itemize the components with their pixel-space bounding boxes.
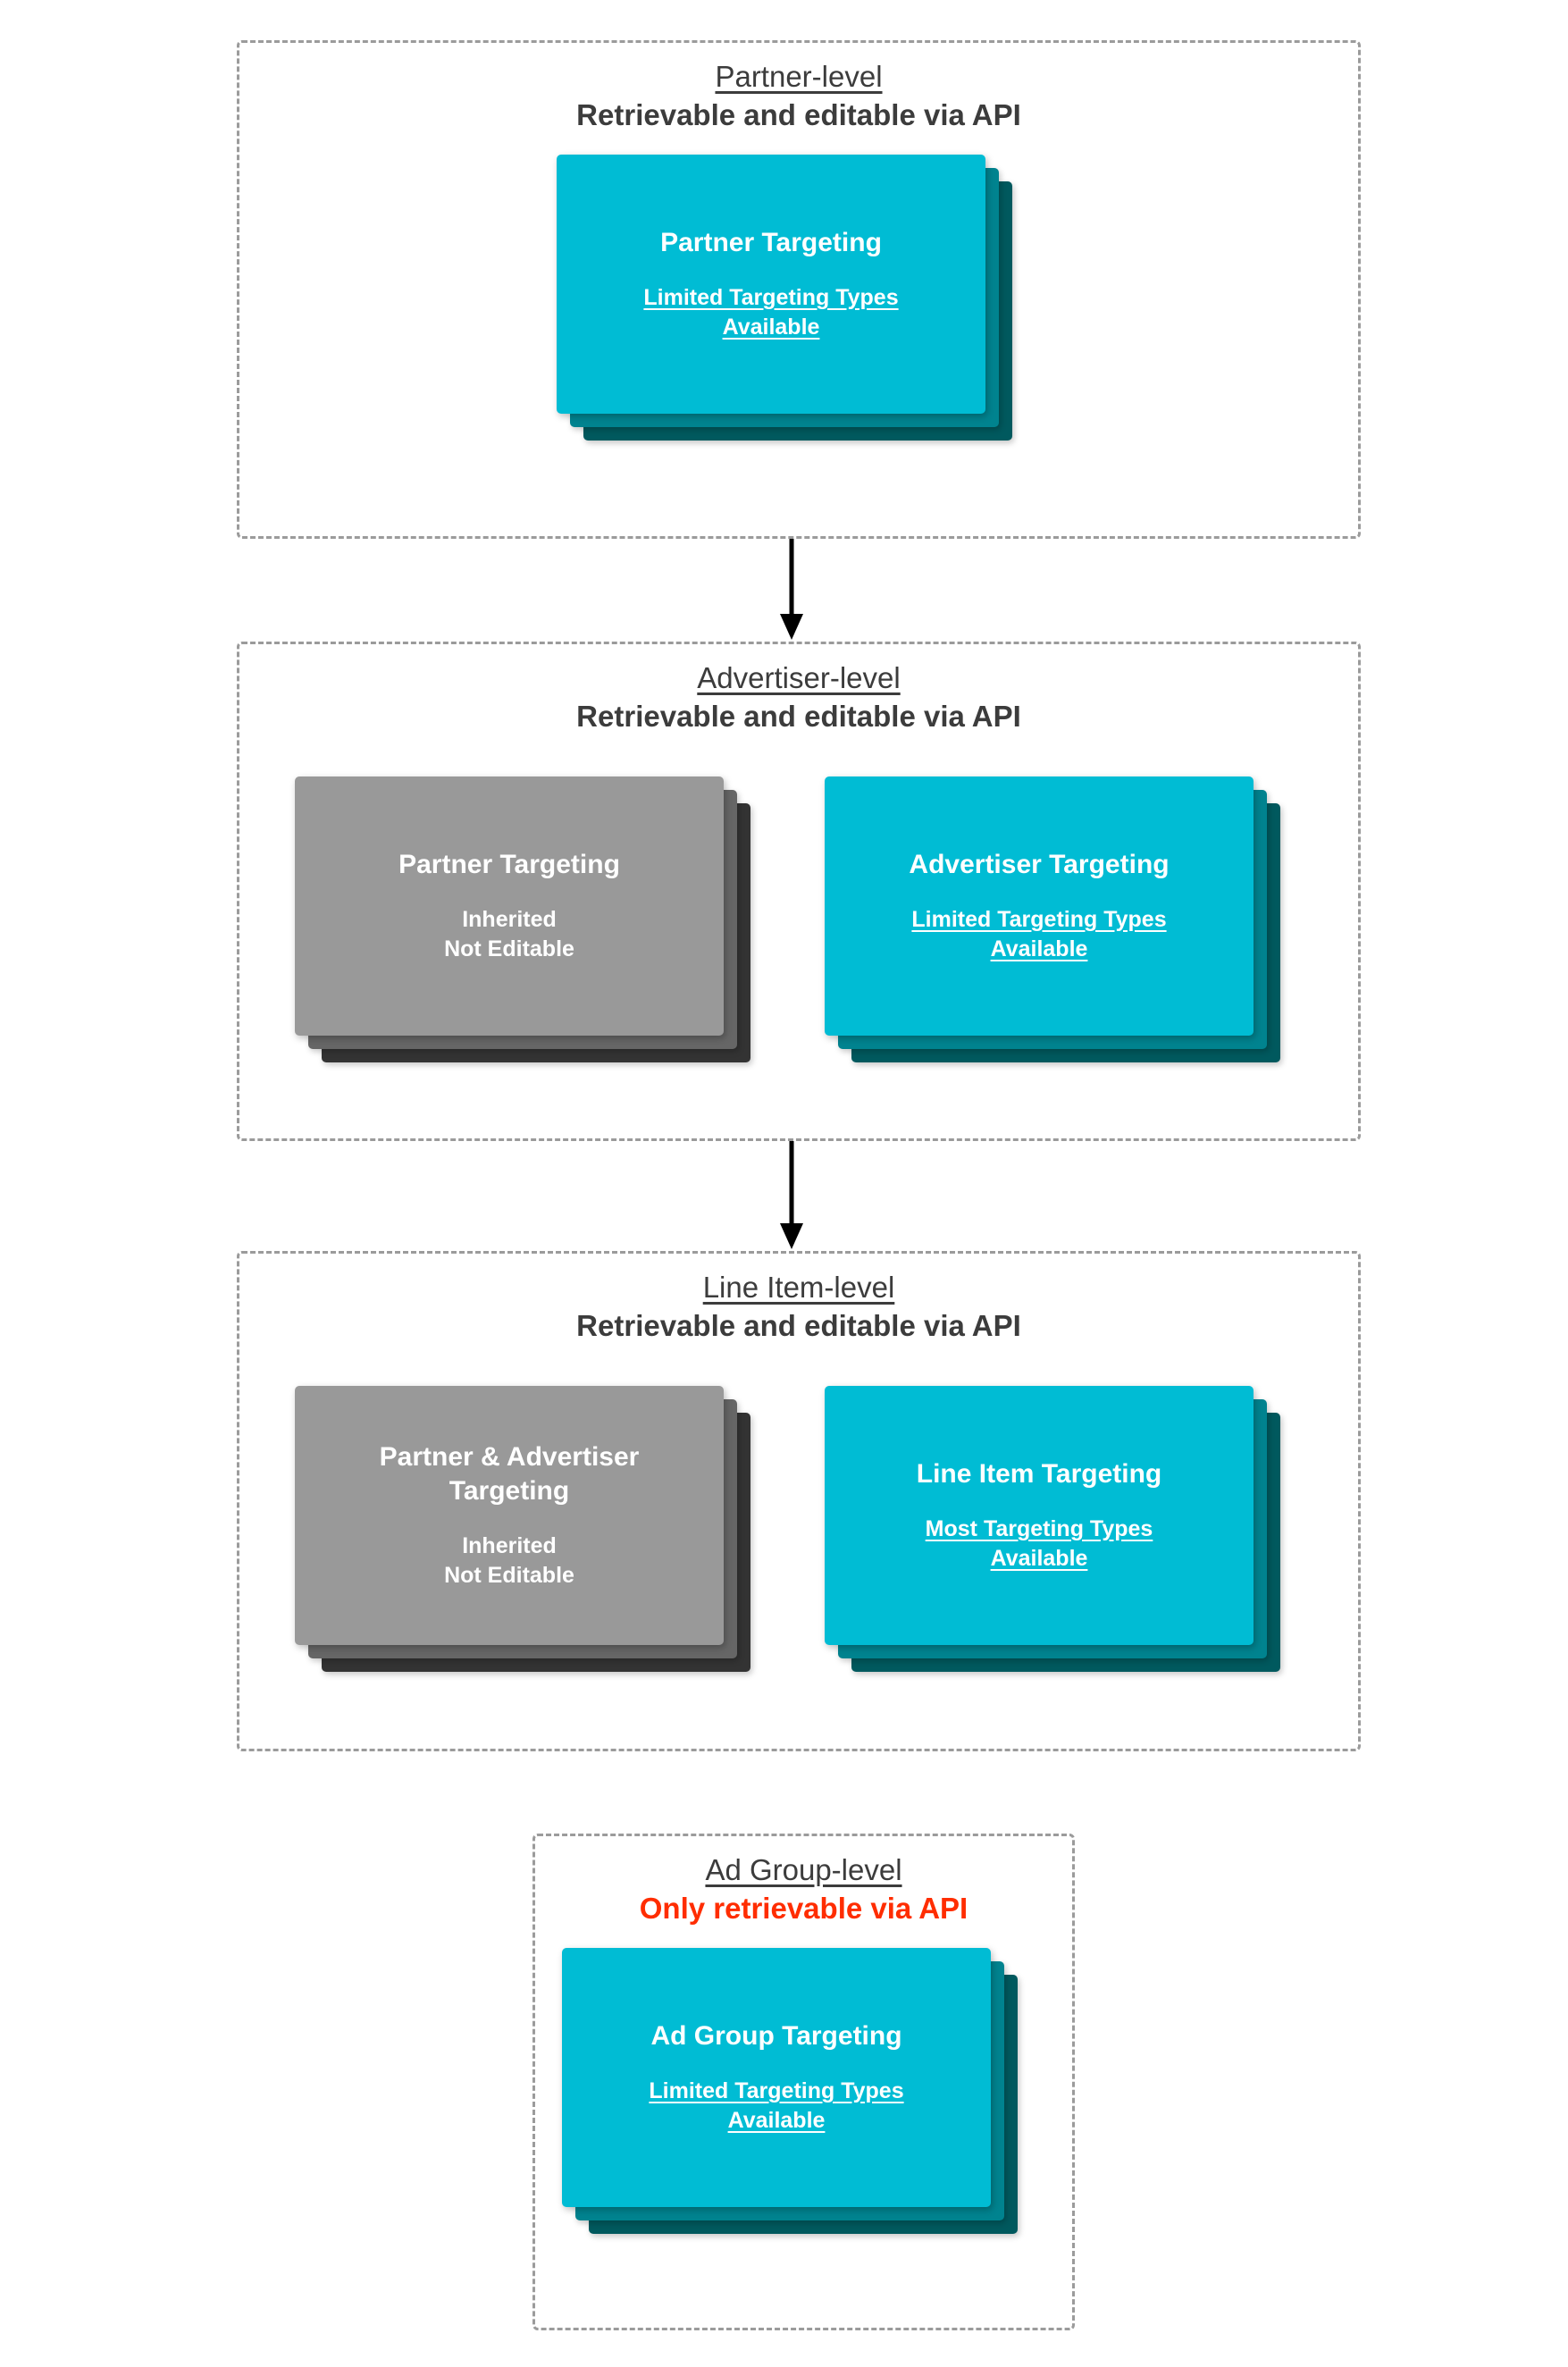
card-title: Ad Group Targeting: [650, 2020, 902, 2051]
card-layer-front[interactable]: Ad Group Targeting Limited Targeting Typ…: [562, 1948, 991, 2207]
level-box-ad-group: Ad Group-level Only retrievable via API …: [532, 1834, 1075, 2330]
level-box-line-item: Line Item-level Retrievable and editable…: [237, 1251, 1361, 1751]
level-subtitle-line-item: Retrievable and editable via API: [576, 1309, 1021, 1343]
card-note[interactable]: Most Targeting Types Available: [925, 1516, 1153, 1572]
card-layer-front[interactable]: Partner & Advertiser Targeting Inherited…: [295, 1386, 724, 1645]
level-header-ad-group: Ad Group-level Only retrievable via API: [535, 1852, 1072, 1927]
level-title-partner: Partner-level: [715, 60, 883, 93]
level-subtitle-ad-group: Only retrievable via API: [639, 1892, 968, 1926]
card-stack-partner-targeting[interactable]: Partner Targeting Limited Targeting Type…: [557, 155, 1012, 441]
card-layer-front[interactable]: Line Item Targeting Most Targeting Types…: [825, 1386, 1254, 1645]
level-header-advertiser: Advertiser-level Retrievable and editabl…: [239, 660, 1358, 735]
connector-advertiser-to-line-item: [774, 1141, 809, 1251]
card-note[interactable]: Limited Targeting Types Available: [911, 907, 1167, 962]
card-stack-ad-group-targeting[interactable]: Ad Group Targeting Limited Targeting Typ…: [562, 1948, 1018, 2234]
level-box-partner: Partner-level Retrievable and editable v…: [237, 40, 1361, 539]
connector-partner-to-advertiser: [774, 539, 809, 642]
level-title-advertiser: Advertiser-level: [697, 661, 901, 694]
card-stack-line-item-targeting[interactable]: Line Item Targeting Most Targeting Types…: [825, 1386, 1280, 1672]
card-note[interactable]: Limited Targeting Types Available: [643, 285, 899, 340]
card-title: Partner & Advertiser Targeting: [379, 1441, 640, 1506]
card-stack-advertiser-targeting[interactable]: Advertiser Targeting Limited Targeting T…: [825, 776, 1280, 1062]
level-title-line-item: Line Item-level: [702, 1271, 895, 1304]
level-subtitle-advertiser: Retrievable and editable via API: [576, 700, 1021, 734]
level-subtitle-partner: Retrievable and editable via API: [576, 98, 1021, 132]
card-layer-front[interactable]: Partner Targeting Limited Targeting Type…: [557, 155, 985, 414]
card-layer-front[interactable]: Partner Targeting Inherited Not Editable: [295, 776, 724, 1036]
level-title-ad-group: Ad Group-level: [705, 1853, 902, 1886]
card-title: Advertiser Targeting: [909, 849, 1170, 879]
level-header-partner: Partner-level Retrievable and editable v…: [239, 59, 1358, 134]
card-stack-inherited-partner-advertiser-targeting[interactable]: Partner & Advertiser Targeting Inherited…: [295, 1386, 750, 1672]
card-note: Inherited Not Editable: [444, 907, 574, 962]
card-note: Inherited Not Editable: [444, 1533, 574, 1589]
card-title: Partner Targeting: [398, 849, 620, 879]
level-box-advertiser: Advertiser-level Retrievable and editabl…: [237, 642, 1361, 1141]
card-layer-front[interactable]: Advertiser Targeting Limited Targeting T…: [825, 776, 1254, 1036]
card-stack-inherited-partner-targeting[interactable]: Partner Targeting Inherited Not Editable: [295, 776, 750, 1062]
card-title: Partner Targeting: [660, 227, 882, 257]
level-header-line-item: Line Item-level Retrievable and editable…: [239, 1270, 1358, 1345]
card-title: Line Item Targeting: [916, 1458, 1162, 1489]
card-note[interactable]: Limited Targeting Types Available: [649, 2078, 904, 2134]
